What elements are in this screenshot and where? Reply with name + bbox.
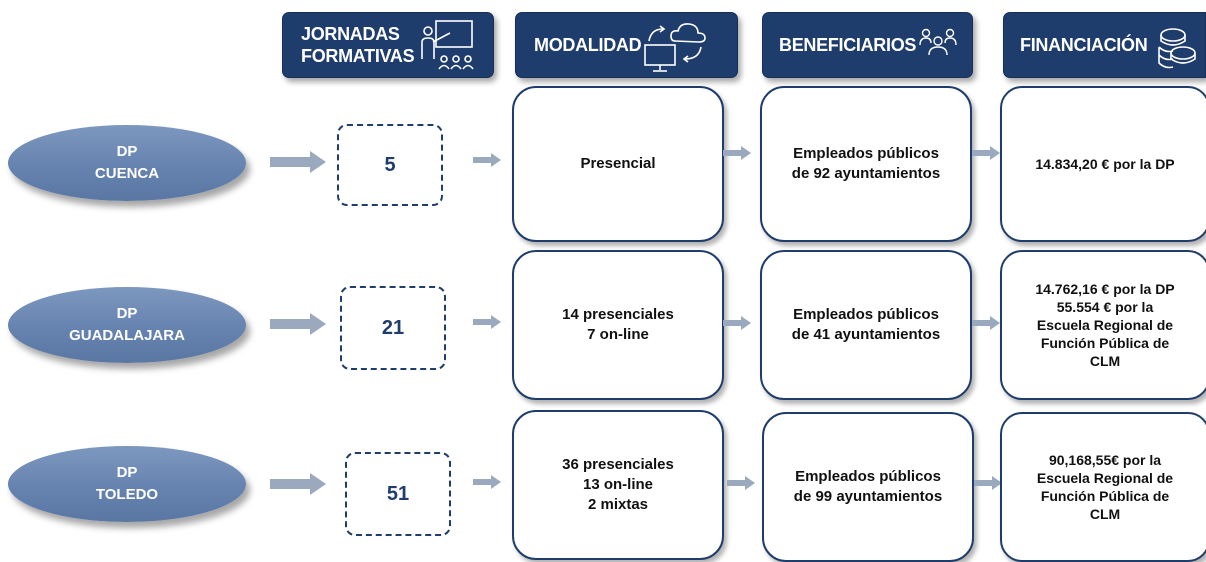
header-beneficiarios: BENEFICIARIOS bbox=[762, 12, 973, 78]
header-financiacion-label: FINANCIACIÓN bbox=[1020, 35, 1148, 55]
modalidad-line: Presencial bbox=[580, 155, 656, 172]
jornadas-count-guadalajara: 21 bbox=[340, 286, 446, 370]
financiacion-line: Escuela Regional de bbox=[1036, 470, 1174, 486]
beneficiarios-box-cuenca: Empleados públicos de 92 ayuntamientos bbox=[760, 86, 972, 242]
arrow-right-icon bbox=[972, 316, 1000, 330]
header-jornadas-line-2: FORMATIVAS bbox=[301, 46, 415, 66]
beneficiarios-line: Empleados públicos bbox=[793, 306, 939, 323]
financiacion-line: CLM bbox=[1089, 353, 1121, 369]
header-beneficiarios-label: BENEFICIARIOS bbox=[779, 35, 917, 55]
financiacion-line: Función Pública de bbox=[1040, 488, 1170, 504]
arrow-right-icon bbox=[723, 146, 751, 160]
modalidad-line: 36 presenciales bbox=[562, 456, 674, 473]
arrow-right-icon bbox=[270, 313, 326, 335]
header-jornadas-label: JORNADAS FORMATIVAS bbox=[301, 23, 415, 67]
arrow-right-icon bbox=[473, 315, 501, 329]
financiacion-line: 14.762,16 € por la DP bbox=[1035, 281, 1175, 297]
province-prefix: DP bbox=[116, 305, 138, 322]
province-prefix: DP bbox=[116, 464, 138, 481]
arrow-right-icon bbox=[473, 153, 501, 167]
modalidad-box-toledo: 36 presenciales 13 on-line 2 mixtas bbox=[512, 410, 724, 560]
province-oval-guadalajara: DP GUADALAJARA bbox=[8, 287, 246, 363]
header-modalidad: MODALIDAD bbox=[515, 12, 738, 78]
modalidad-line: 2 mixtas bbox=[587, 496, 649, 513]
beneficiarios-box-guadalajara: Empleados públicos de 41 ayuntamientos bbox=[760, 250, 972, 400]
financiacion-line: CLM bbox=[1089, 506, 1121, 522]
arrow-right-icon bbox=[270, 151, 326, 173]
financiacion-box-guadalajara: 14.762,16 € por la DP 55.554 € por la Es… bbox=[1000, 250, 1206, 400]
arrow-right-icon bbox=[974, 476, 1002, 490]
province-oval-toledo: DP TOLEDO bbox=[8, 446, 246, 522]
arrow-right-icon bbox=[723, 316, 751, 330]
financiacion-line: 14.834,20 € por la DP bbox=[1035, 156, 1175, 172]
financiacion-line: Escuela Regional de bbox=[1036, 317, 1174, 333]
province-name: TOLEDO bbox=[95, 486, 159, 503]
financiacion-line: 90,168,55€ por la bbox=[1048, 452, 1162, 468]
header-jornadas-line-1: JORNADAS bbox=[301, 24, 400, 44]
teacher-board-icon bbox=[421, 20, 474, 70]
beneficiarios-line: de 99 ayuntamientos bbox=[793, 488, 943, 505]
modalidad-line: 7 on-line bbox=[587, 326, 649, 343]
modalidad-line: 13 on-line bbox=[582, 476, 653, 493]
cloud-computer-icon bbox=[644, 23, 707, 72]
province-prefix: DP bbox=[116, 143, 138, 160]
modalidad-line: 14 presenciales bbox=[562, 306, 674, 323]
jornadas-count-toledo: 51 bbox=[345, 452, 451, 536]
jornadas-count-cuenca: 5 bbox=[337, 124, 443, 206]
province-oval-cuenca: DP CUENCA bbox=[8, 125, 246, 201]
arrow-right-icon bbox=[972, 146, 1000, 160]
arrow-right-icon bbox=[270, 473, 326, 495]
header-modalidad-label: MODALIDAD bbox=[534, 35, 642, 55]
modalidad-box-guadalajara: 14 presenciales 7 on-line bbox=[512, 250, 724, 400]
beneficiarios-line: de 92 ayuntamientos bbox=[791, 165, 941, 182]
beneficiarios-box-toledo: Empleados públicos de 99 ayuntamientos bbox=[762, 412, 974, 562]
financiacion-box-cuenca: 14.834,20 € por la DP bbox=[1000, 86, 1206, 242]
header-jornadas-formativas: JORNADAS FORMATIVAS bbox=[282, 12, 494, 78]
financiacion-box-toledo: 90,168,55€ por la Escuela Regional de Fu… bbox=[1000, 412, 1206, 562]
beneficiarios-line: de 41 ayuntamientos bbox=[791, 326, 941, 343]
coins-icon bbox=[1158, 28, 1197, 69]
beneficiarios-line: Empleados públicos bbox=[795, 468, 941, 485]
financiacion-line: 55.554 € por la bbox=[1056, 299, 1154, 315]
province-name: CUENCA bbox=[94, 165, 160, 182]
financiacion-line: Función Pública de bbox=[1040, 335, 1170, 351]
modalidad-box-cuenca: Presencial bbox=[512, 86, 724, 242]
arrow-right-icon bbox=[727, 476, 755, 490]
arrow-right-icon bbox=[473, 475, 501, 489]
header-financiacion: FINANCIACIÓN bbox=[1003, 12, 1206, 78]
people-icon bbox=[919, 28, 957, 56]
beneficiarios-line: Empleados públicos bbox=[793, 145, 939, 162]
province-name: GUADALAJARA bbox=[69, 327, 185, 344]
